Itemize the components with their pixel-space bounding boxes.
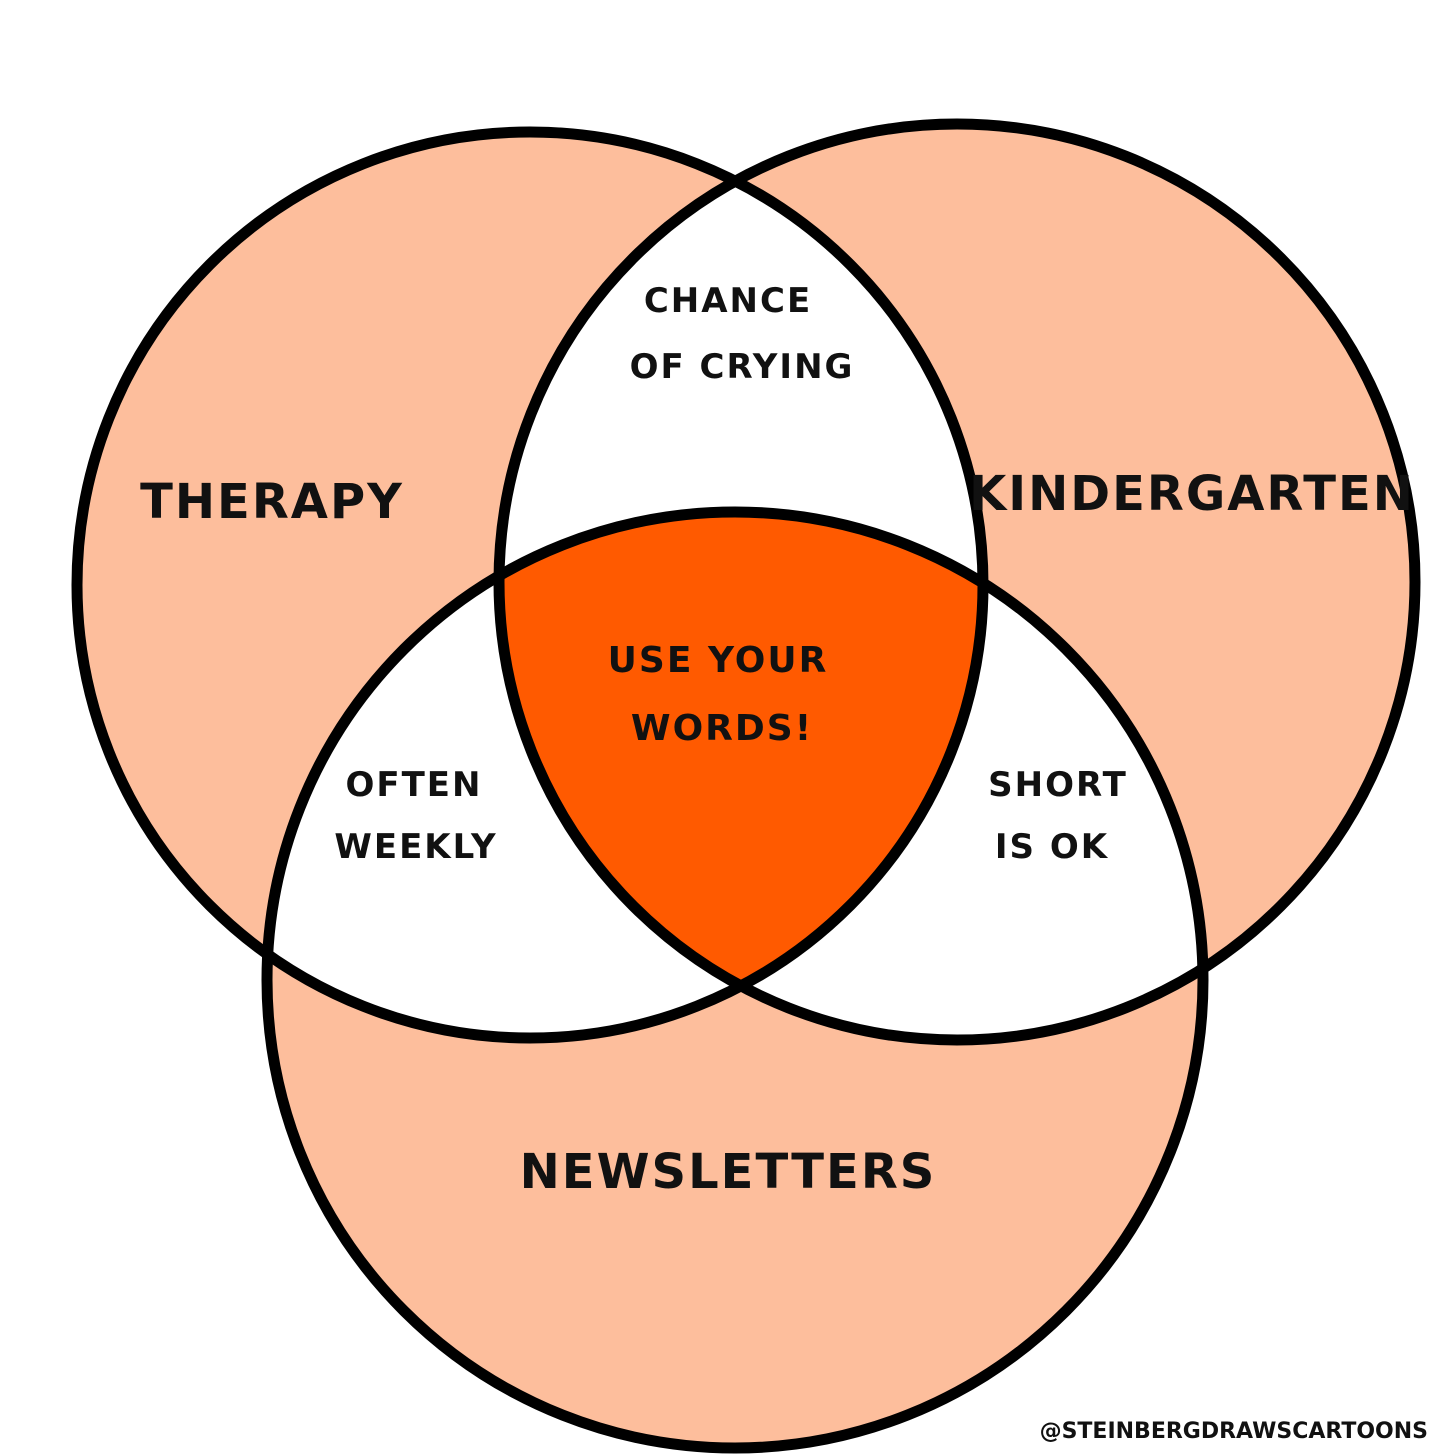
chance-of-crying-line-2: OF CRYING	[630, 347, 855, 387]
often-weekly-line-1: OFTEN	[345, 765, 482, 805]
short-is-ok-line-2: IS OK	[995, 827, 1109, 867]
therapy-label: THERAPY	[140, 474, 404, 530]
artist-credit: @STEINBERGDRAWSCARTOONS	[1040, 1419, 1428, 1444]
use-your-words-line-1: USE YOUR	[608, 640, 829, 681]
often-weekly-line-2: WEEKLY	[334, 827, 497, 867]
newsletters-label: NEWSLETTERS	[520, 1144, 937, 1200]
chance-of-crying-line-1: CHANCE	[644, 281, 812, 321]
use-your-words-line-2: WORDS!	[631, 708, 813, 749]
kindergarten-label: KINDERGARTEN	[969, 466, 1415, 522]
short-is-ok-line-1: SHORT	[988, 765, 1128, 805]
newsletters-circle-outline	[261, 506, 1209, 1454]
